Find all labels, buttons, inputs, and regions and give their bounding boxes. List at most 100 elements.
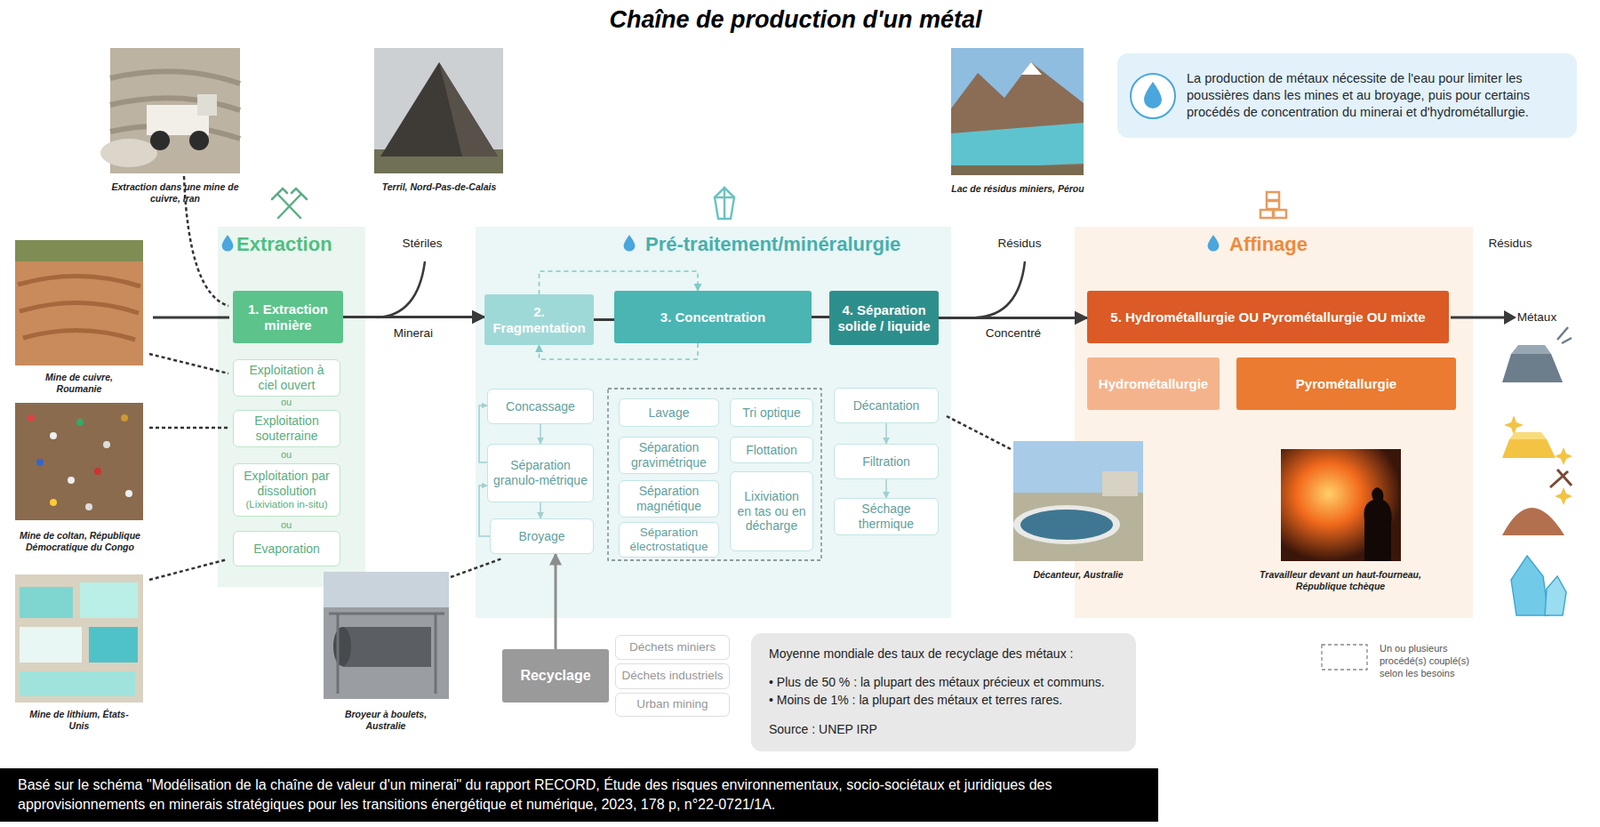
edge-label: Concentré [973,326,1054,340]
photo-caption: Mine de coltan, République Démocratique … [5,529,155,553]
method-box: Séparation granulo-métrique [487,443,594,503]
method-box: Exploitation souterraine [232,409,341,448]
caption-bar: Basé sur le schéma "Modélisation de la c… [0,768,1159,822]
box-label: La production de métaux nécessite de l'e… [1186,70,1563,121]
flow-label-wrap: Stériles [391,236,454,250]
box-label: Tri optique [736,405,808,421]
box-label: Flottation [736,442,808,458]
box-label: • Plus de 50 % : la plupart des métaux p… [768,673,1119,690]
method-box: Exploitation par dissolution(Lixiviation… [232,463,341,517]
box-label: • Moins de 1% : la plupart des métaux et… [768,691,1119,708]
box-label: 5. Hydrométallurgie OU Pyrométallurgie O… [1092,309,1444,326]
method-box: Séchage thermique [833,497,939,536]
water-icon [1128,71,1178,121]
photo-broyeur [323,571,449,699]
connector [593,318,615,321]
connector [539,424,542,444]
process-box: Hydrométallurgie [1087,357,1220,410]
panel-heading: Extraction [236,232,366,256]
connector [343,315,485,319]
note-box: La production de métaux nécessite de l'e… [1117,53,1577,138]
box-label: 2. Fragmentation [489,304,589,336]
connector [885,479,888,498]
box-label: Décantation [840,398,933,414]
box-label: Hydrométallurgie [1092,376,1215,392]
method-box: Urban mining [615,692,730,717]
method-box: Lixiviation en tas ou en décharge [729,471,814,552]
box-label: Exploitation à ciel ouvert [239,362,335,393]
box-label: Lavage [624,405,713,421]
connector [479,405,488,463]
photo-caption: Travailleur devant un haut-fourneau, Rép… [1256,568,1425,592]
method-box: Evaporation [232,530,341,567]
process-box: 2. Fragmentation [484,294,594,345]
box-label: Déchets industriels [621,668,724,683]
method-box: Déchets miniers [615,634,730,660]
edge-label: Minerai [373,326,454,340]
box-label: Séchage thermique [840,501,933,532]
stage-panel: Pré-traitement/minéralurgie2. Fragmentat… [475,226,952,618]
photo-caption-wrap: Broyeur à boulets, Australie [327,708,445,732]
box-label: Séparation électrostatique [624,525,713,554]
photo-caption: Mine de cuivre, Roumanie [24,371,134,395]
box-label: Filtration [840,454,933,470]
box-label: 1. Extraction minière [238,301,338,334]
method-box: Concassage [487,388,594,424]
method-box: Tri optique [729,398,814,427]
stage-panel-ground [475,226,952,618]
method-box: Flottation [729,436,814,464]
method-box: Broyage [489,518,594,554]
flow-label: Résidus [1479,236,1542,250]
box-label: Moyenne mondiale des taux de recyclage d… [768,645,1119,662]
process-box: 4. Séparation solide / liquide [829,290,939,345]
legend-dashed-sample [1321,644,1368,670]
box-label: Source : UNEP IRP [768,720,1119,737]
or-label: ou [268,448,304,461]
box-label: Evaporation [239,541,335,557]
diagram-title-wrap: Chaîne de production d'un métal [484,5,1107,34]
photo-caption: Broyeur à boulets, Australie [327,708,445,732]
photo-caption-wrap: Mine de lithium, États-Unis [24,708,134,732]
process-box: 5. Hydrométallurgie OU Pyrométallurgie O… [1087,290,1449,344]
photo-caption: Mine de lithium, États-Unis [24,708,134,732]
method-box: Séparation électrostatique [618,521,720,558]
caption: Basé sur le schéma "Modélisation de la c… [17,775,1141,815]
info-box: Moyenne mondiale des taux de recyclage d… [751,632,1136,752]
photo-caption-wrap: Décanteur, Australie [1028,568,1128,581]
photo-decanteur [1013,440,1144,561]
flow-label-wrap: Métaux [1510,310,1564,324]
photo-terril [374,48,504,174]
box-label: Séparation granulo-métrique [493,457,588,488]
photo-caption-wrap: Lac de résidus miniers, Pérou [951,183,1085,195]
connector [539,502,542,519]
photo-caption-wrap: Mine de coltan, République Démocratique … [5,529,155,553]
process-box: Recyclage [502,648,609,703]
photo-leader-lines [149,176,1011,580]
photo-caption-wrap: Extraction dans une mine de cuivre, Iran [98,181,252,205]
legend-text: Un ou plusieurs procédé(s) couplé(s) sel… [1379,642,1491,680]
photo-lac-residus [951,48,1084,176]
method-box: Lavage [618,398,720,427]
method-box: Exploitation à ciel ouvert [232,359,341,397]
connector [539,343,699,360]
box-label: 4. Séparation solide / liquide [834,302,934,335]
photo-iran-mine [100,48,240,174]
legend-entry: Un ou plusieurs procédé(s) couplé(s) sel… [1379,642,1491,680]
stage-icons [272,187,1287,219]
method-box: Séparation gravimétrique [618,436,720,474]
water-icon-ring [1130,73,1176,119]
photo-lithium [15,574,144,703]
connector [554,553,558,649]
flow-label-wrap: Résidus [988,236,1051,250]
box-label: Exploitation souterraine [239,413,335,444]
flow-label: Résidus [988,236,1051,250]
connector [811,315,830,319]
process-box: 1. Extraction minière [232,290,344,344]
connector [885,423,888,444]
photo-caption: Lac de résidus miniers, Pérou [951,183,1085,195]
method-box: Décantation [833,387,939,424]
flow-label: Stériles [391,236,454,250]
box-label: Recyclage [507,666,604,684]
edge-label-wrap: Concentré [973,326,1054,340]
